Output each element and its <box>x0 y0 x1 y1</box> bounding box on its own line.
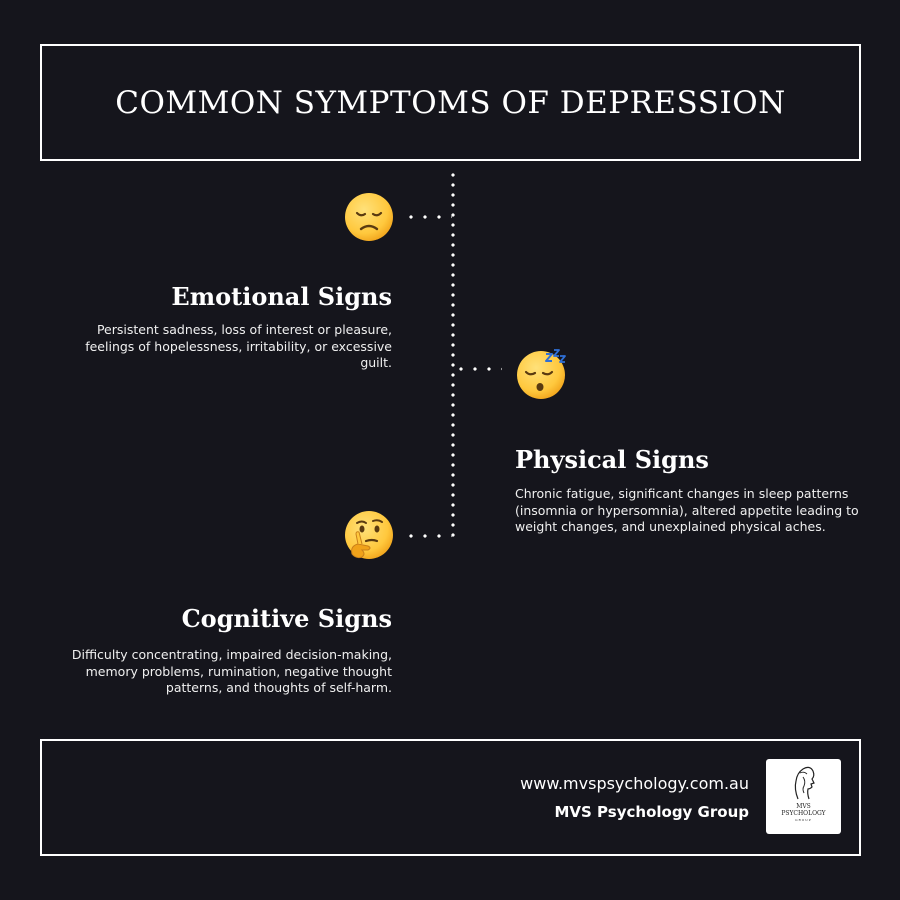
timeline-vertical-dots <box>451 170 455 540</box>
company-logo: MVS PSYCHOLOGY GROUP <box>766 759 841 834</box>
logo-text-group: GROUP <box>795 818 812 822</box>
physical-signs-description: Chronic fatigue, significant changes in … <box>515 486 859 534</box>
website-link[interactable]: www.mvspsychology.com.au <box>520 774 749 793</box>
cognitive-signs-description: Difficulty concentrating, impaired decis… <box>71 647 392 695</box>
disappointed-face-icon <box>344 192 394 242</box>
emotional-signs-description: Persistent sadness, loss of interest or … <box>85 322 392 370</box>
face-profile-icon <box>794 766 815 800</box>
connector-emotional-dots <box>404 215 452 219</box>
page-title: COMMON SYMPTOMS OF DEPRESSION <box>115 84 786 121</box>
sleeping-face-icon <box>516 348 566 399</box>
cognitive-signs-heading: Cognitive Signs <box>181 604 392 633</box>
physical-signs-heading: Physical Signs <box>515 445 709 474</box>
connector-cognitive-dots <box>404 534 452 538</box>
logo-text-mvs: MVS <box>796 803 811 810</box>
company-name: MVS Psychology Group <box>554 803 750 821</box>
footer-banner: www.mvspsychology.com.au MVS Psychology … <box>40 739 861 856</box>
thinking-face-icon <box>344 510 394 560</box>
title-banner: COMMON SYMPTOMS OF DEPRESSION <box>40 44 861 161</box>
emotional-signs-heading: Emotional Signs <box>171 282 392 311</box>
logo-text-psychology: PSYCHOLOGY <box>781 810 826 817</box>
connector-physical-dots <box>454 367 502 371</box>
